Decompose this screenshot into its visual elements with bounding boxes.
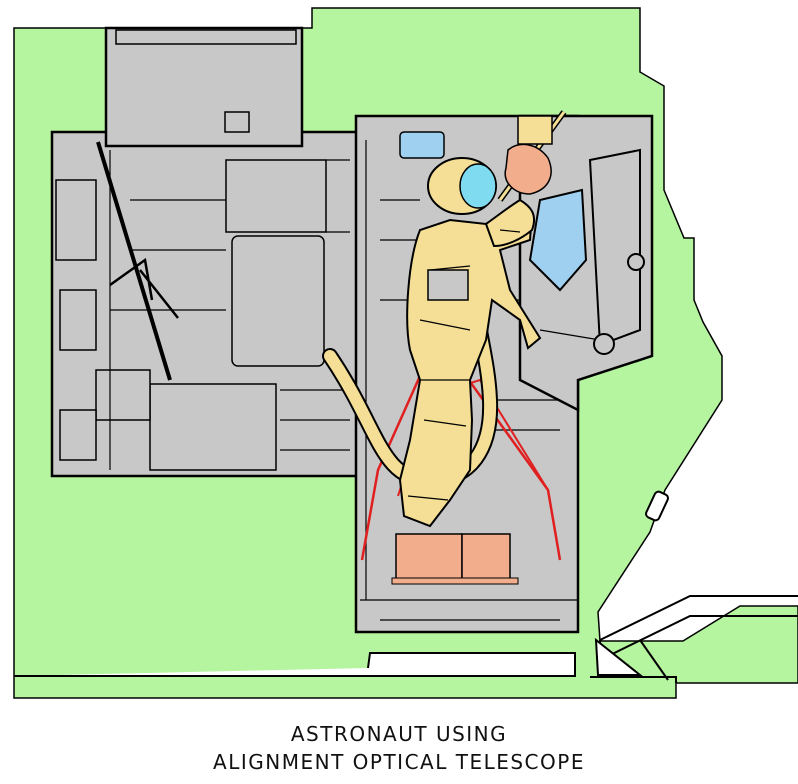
console-knob-1 — [593, 333, 615, 355]
diagonal-strut-left — [96, 141, 172, 381]
hatch-latch — [645, 490, 669, 522]
top-console-box — [399, 131, 445, 159]
left-bay-top-module — [104, 26, 304, 148]
suit-detail-lines — [407, 229, 521, 501]
panel-block-a — [225, 159, 327, 233]
helmet-visor — [459, 163, 497, 209]
cabin-frame-lower-right — [599, 595, 798, 681]
console-knob-2 — [627, 253, 645, 271]
panel-block-g — [59, 409, 97, 461]
top-module-knob — [224, 111, 250, 133]
telescope-housing — [517, 115, 553, 145]
panel-block-b — [231, 235, 325, 367]
top-module-cap — [115, 29, 297, 45]
floor-strip — [14, 652, 576, 677]
cabin-floor-bracket — [590, 676, 677, 683]
cabin-frame-strut — [594, 637, 643, 676]
panel-block-c — [149, 383, 277, 471]
caption-line-2: ALIGNMENT OPTICAL TELESCOPE — [213, 750, 585, 774]
lunar-module-cabin-diagram — [13, 7, 798, 699]
foot-box-base — [391, 577, 519, 585]
telescope-eyepiece-hand — [504, 143, 552, 195]
panel-block-d — [95, 369, 151, 421]
foot-box-right — [461, 533, 511, 581]
foot-box-left — [395, 533, 463, 581]
panel-block-f — [59, 289, 97, 351]
console-frame-inner — [588, 148, 641, 347]
astronaut-arm — [484, 198, 536, 248]
chest-control-box — [427, 269, 469, 301]
lever-arm — [109, 257, 179, 319]
panel-block-e — [55, 179, 97, 261]
left-bay-detail-lines — [109, 150, 350, 470]
front-window — [528, 188, 588, 292]
restraint-cable-left — [360, 339, 438, 561]
caption-line-1: ASTRONAUT USING — [290, 722, 508, 746]
